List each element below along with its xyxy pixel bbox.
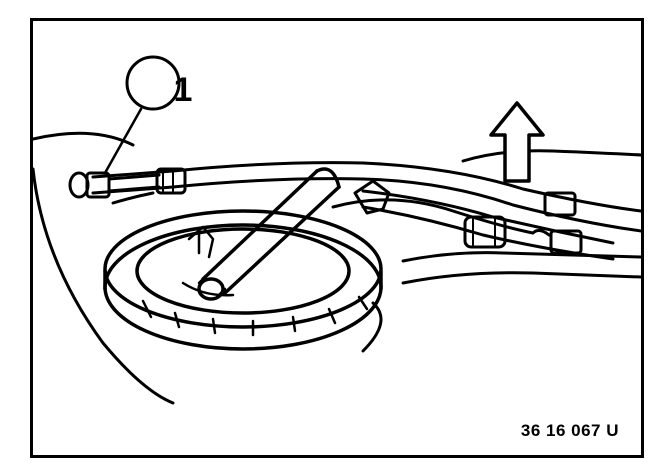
hose-connector [68,167,187,199]
callout-number-1: 1 [173,71,193,109]
pump-ring [103,209,383,351]
fuel-tank-diagram [33,55,641,405]
callout-leader [103,107,143,175]
hose-clips [353,179,583,255]
callout-circle [125,55,181,111]
fuel-hoses [91,161,641,261]
pump-tube [197,167,341,301]
diagram-frame: 1 36 16 067 U [30,18,644,458]
arrow-up-icon [489,101,545,183]
figure-reference-code: 36 16 067 U [520,421,619,440]
